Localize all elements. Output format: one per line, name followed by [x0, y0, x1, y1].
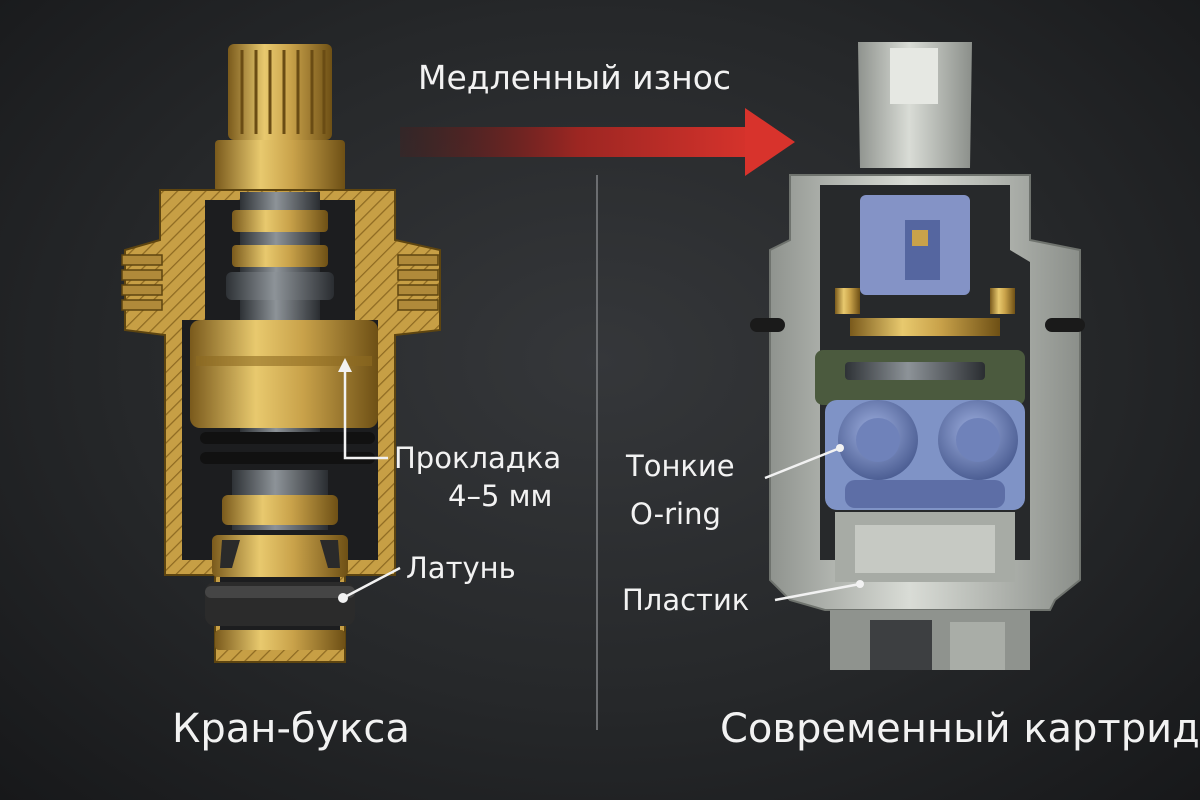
- gasket-callout-line1: Прокладка: [394, 440, 561, 476]
- oring-callout-line2: O-ring: [630, 496, 721, 532]
- plastic-callout: Пластик: [622, 582, 749, 618]
- plastic-leader-dot: [856, 580, 864, 588]
- arrow-label: Медленный износ: [418, 58, 731, 97]
- brass-leader-dot: [338, 593, 348, 603]
- oring-leader-dot: [836, 444, 844, 452]
- cartridge-illustration: [750, 42, 1085, 670]
- gasket-callout-line2: 4–5 мм: [448, 478, 552, 514]
- wear-arrow: [400, 108, 795, 176]
- brass-callout: Латунь: [406, 550, 516, 586]
- brass-valve-illustration: [122, 44, 440, 662]
- oring-callout-line1: Тонкие: [626, 448, 735, 484]
- right-caption: Современный картридж: [720, 706, 1200, 752]
- left-caption: Кран-букса: [172, 706, 410, 752]
